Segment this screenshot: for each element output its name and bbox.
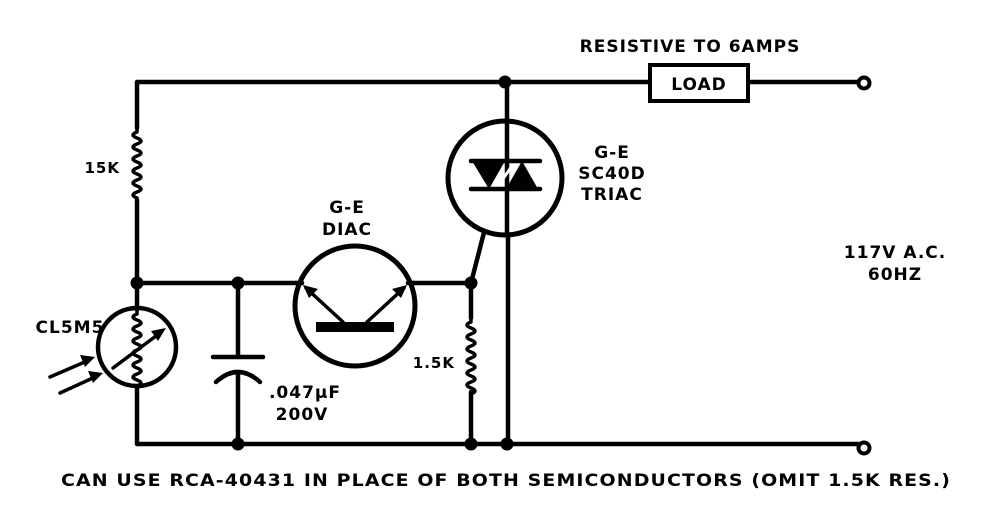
junction-dot bbox=[464, 276, 478, 290]
resistor-15k bbox=[131, 126, 143, 202]
footer-note: CAN USE RCA-40431 IN PLACE OF BOTH SEMIC… bbox=[61, 471, 951, 491]
photocell bbox=[48, 305, 179, 395]
diac bbox=[292, 243, 418, 369]
terminal-top bbox=[856, 75, 872, 91]
supply-voltage: 117V A.C. bbox=[844, 243, 946, 263]
junction-dot bbox=[498, 75, 512, 89]
junction-dot bbox=[231, 437, 245, 451]
labels: RESISTIVE TO 6AMPS 15K CL5M5 .047µF 200V… bbox=[36, 37, 951, 491]
top-rail-wire bbox=[134, 79, 653, 131]
diac-maker: G-E bbox=[329, 198, 365, 218]
r15-label: 1.5K bbox=[413, 354, 456, 372]
terminal-bottom bbox=[856, 440, 872, 456]
junctions bbox=[130, 75, 514, 451]
photocell-bottom-wire bbox=[134, 383, 241, 447]
resistor-1-5k bbox=[465, 316, 477, 396]
diac-type: DIAC bbox=[322, 220, 372, 240]
r15k-label: 15K bbox=[85, 159, 121, 177]
junction-dot bbox=[231, 276, 245, 290]
capacitor-value: .047µF bbox=[269, 383, 341, 403]
capacitor bbox=[210, 354, 266, 385]
junction-dot bbox=[130, 276, 144, 290]
triac-part: SC40D bbox=[578, 164, 646, 184]
junction-dot bbox=[464, 437, 478, 451]
triac bbox=[445, 118, 565, 238]
light-arrows-icon bbox=[48, 355, 103, 395]
load-label: LOAD bbox=[671, 75, 727, 95]
capacitor-voltage: 200V bbox=[276, 405, 329, 425]
supply-terminals bbox=[856, 75, 872, 456]
junction-dot bbox=[500, 437, 514, 451]
header-note: RESISTIVE TO 6AMPS bbox=[580, 37, 801, 57]
load-box: LOAD bbox=[648, 63, 750, 103]
triac-type: TRIAC bbox=[581, 185, 643, 205]
photocell-label: CL5M5 bbox=[36, 318, 105, 338]
supply-frequency: 60HZ bbox=[868, 265, 922, 285]
triac-maker: G-E bbox=[594, 143, 630, 163]
